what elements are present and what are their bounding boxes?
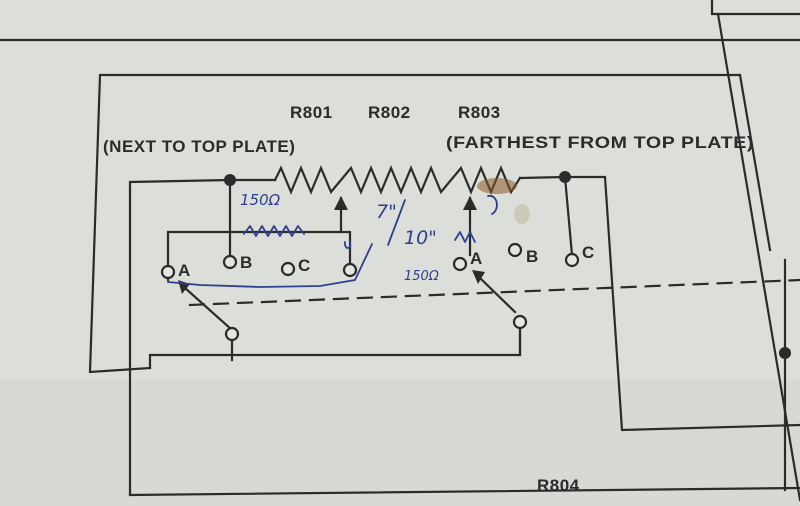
right-terminal-a-label: A — [470, 249, 482, 268]
right-selector-arm — [478, 276, 517, 314]
label-r804: R804 — [537, 476, 580, 495]
right-terminal-c — [564, 252, 580, 268]
handwritten-resistor-right — [454, 231, 476, 243]
label-r801: R801 — [290, 103, 333, 122]
left-selector-arm — [183, 286, 234, 332]
left-terminal-c — [280, 261, 296, 277]
left-terminal-a-label: A — [178, 261, 190, 280]
resistor-chain-zigzag — [273, 165, 522, 195]
left-junction-dot — [224, 174, 236, 186]
handwritten-right-mark — [487, 195, 498, 215]
sheet-corner-line — [710, 0, 800, 16]
paper-stain — [514, 204, 530, 224]
right-selector-arrowhead — [472, 270, 485, 284]
left-terminal-b-label: B — [240, 253, 252, 272]
right-terminal-b-label: B — [526, 247, 538, 266]
left-terminal-c-label: C — [298, 256, 310, 275]
label-r803: R803 — [458, 103, 501, 122]
right-c-lead — [563, 175, 574, 257]
handwritten-size-bottom: 10" — [404, 227, 437, 249]
enclosure-outline — [88, 73, 742, 374]
right-junction-dot — [559, 171, 571, 183]
label-r802: R802 — [368, 103, 411, 122]
label-next-to-top-plate: (NEXT TO TOP PLATE) — [103, 137, 295, 156]
handwritten-value-left: 150Ω — [240, 191, 281, 209]
left-terminal-b — [222, 254, 238, 270]
right-pivot-terminal — [512, 314, 528, 330]
right-terminal-c-label: C — [582, 243, 594, 262]
handwritten-jumper-wire — [167, 243, 373, 288]
enclosure-right-edge — [738, 73, 772, 252]
label-farthest-from-top-plate: (FARTHEST FROM TOP PLATE) — [446, 133, 754, 152]
left-wiper-arrowhead — [334, 196, 348, 210]
handwritten-tap-mark — [344, 241, 352, 249]
right-terminal-a — [452, 256, 468, 272]
right-terminal-b — [507, 242, 523, 258]
left-terminal-a — [160, 264, 176, 280]
right-end-wire — [518, 175, 800, 432]
ganged-linkage-dashed — [188, 278, 800, 307]
left-terminal-extra — [342, 262, 358, 278]
r804-loop-wire — [128, 188, 800, 497]
solder-stain — [477, 178, 517, 194]
right-wiper-arrowhead — [463, 196, 477, 210]
handwritten-fraction-slash — [387, 199, 406, 246]
handwritten-size-top: 7" — [376, 201, 397, 223]
left-end-wire — [128, 178, 277, 192]
handwritten-resistor-left — [243, 225, 305, 237]
handwritten-value-right: 150Ω — [404, 269, 439, 284]
left-pivot-terminal — [224, 326, 240, 342]
paper-shadow — [0, 380, 800, 506]
sheet-edge-line — [716, 12, 800, 502]
bus-junction-dot — [779, 347, 791, 359]
